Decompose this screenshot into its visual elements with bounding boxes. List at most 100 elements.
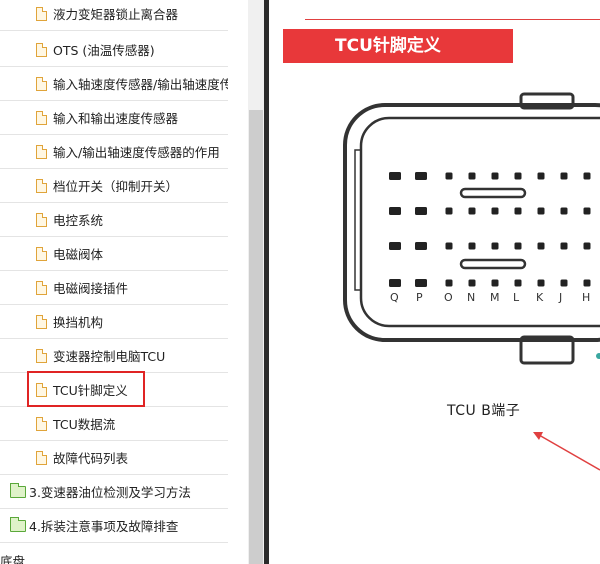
tree-scrollbar-thumb[interactable] bbox=[249, 110, 263, 564]
connector-pin bbox=[583, 242, 591, 250]
connector-diagram bbox=[343, 92, 600, 471]
connector-pin bbox=[415, 279, 427, 287]
tree-item[interactable]: 液力变矩器锁止离合器 bbox=[0, 0, 228, 31]
document-icon bbox=[36, 178, 47, 193]
tree-item[interactable]: 档位开关（抑制开关） bbox=[0, 169, 228, 203]
navigation-tree: 液力变矩器锁止离合器 OTS (油温传感器) 输入轴速度传感器/输出轴速度传感输入和… bbox=[0, 0, 248, 564]
connector-caption: TCU B端子 bbox=[447, 403, 521, 419]
connector-pin bbox=[491, 242, 499, 250]
tree-item[interactable]: 4.拆装注意事项及故障排查 bbox=[0, 509, 228, 543]
tree-item[interactable]: 输入轴速度传感器/输出轴速度传感 bbox=[0, 67, 228, 101]
connector-pin bbox=[514, 172, 522, 180]
tree-item-label: 电磁阀体 bbox=[53, 247, 104, 262]
connector-pin bbox=[468, 207, 476, 215]
pin-letter: N bbox=[467, 291, 476, 304]
connector-pin bbox=[537, 279, 545, 287]
tree-item[interactable]: 故障代码列表 bbox=[0, 441, 228, 475]
connector-pin bbox=[389, 279, 401, 287]
document-icon bbox=[36, 382, 47, 397]
connector-pin bbox=[537, 172, 545, 180]
document-icon bbox=[36, 280, 47, 295]
tree-item[interactable]: TCU数据流 bbox=[0, 407, 228, 441]
document-icon bbox=[36, 42, 47, 57]
folder-icon bbox=[10, 516, 26, 532]
tree-item-label: TCU针脚定义 bbox=[53, 383, 128, 398]
tree-item[interactable]: 电控系统 bbox=[0, 203, 228, 237]
tree-item[interactable]: 输入和输出速度传感器 bbox=[0, 101, 228, 135]
tree-item-label: 输入轴速度传感器/输出轴速度传感 bbox=[53, 77, 228, 92]
folder-icon bbox=[10, 482, 26, 498]
section-title: TCU针脚定义 bbox=[283, 29, 513, 63]
connector-pin bbox=[445, 207, 453, 215]
connector-pin bbox=[491, 207, 499, 215]
tree-item-label: 3.变速器油位检测及学习方法 bbox=[29, 485, 191, 500]
connector-pin bbox=[583, 172, 591, 180]
connector-pin bbox=[491, 172, 499, 180]
tree-item[interactable]: 电磁阀体 bbox=[0, 237, 228, 271]
tree-item[interactable]: 输入/输出轴速度传感器的作用 bbox=[0, 135, 228, 169]
connector-pin bbox=[445, 242, 453, 250]
tree-item-label: 档位开关（抑制开关） bbox=[53, 179, 179, 194]
connector-pin bbox=[514, 207, 522, 215]
document-icon bbox=[36, 348, 47, 363]
header-rule bbox=[305, 19, 600, 20]
pointer-arrow-head bbox=[533, 432, 543, 440]
pane-divider[interactable] bbox=[264, 0, 269, 564]
connector-pin bbox=[560, 172, 568, 180]
document-icon bbox=[36, 416, 47, 431]
tree-item[interactable]: 底盘 bbox=[0, 543, 228, 564]
tree-item-label: 电控系统 bbox=[53, 213, 104, 228]
pin-letter: H bbox=[582, 291, 591, 304]
connector-pin bbox=[389, 207, 401, 215]
connector-pin bbox=[491, 279, 499, 287]
tree-item[interactable]: 电磁阀接插件 bbox=[0, 271, 228, 305]
connector-pin bbox=[445, 172, 453, 180]
connector-slot-lower bbox=[459, 258, 527, 270]
connector-slot-upper bbox=[459, 187, 527, 199]
connector-pin bbox=[583, 207, 591, 215]
pin-letter: J bbox=[559, 291, 563, 304]
connector-pin bbox=[468, 279, 476, 287]
tree-item-label: 底盘 bbox=[0, 553, 26, 564]
connector-bottom-latch bbox=[519, 335, 575, 365]
connector-pin bbox=[560, 207, 568, 215]
tree-item[interactable]: OTS (油温传感器) bbox=[0, 33, 228, 67]
document-icon bbox=[36, 314, 47, 329]
tree-item-label: 输入和输出速度传感器 bbox=[53, 111, 179, 126]
document-icon bbox=[36, 110, 47, 125]
connector-pin bbox=[560, 279, 568, 287]
connector-pin bbox=[415, 172, 427, 180]
pointer-arrow-line bbox=[538, 434, 600, 471]
document-icon bbox=[36, 144, 47, 159]
pin-letter: P bbox=[416, 291, 423, 304]
document-icon bbox=[36, 246, 47, 261]
connector-pin bbox=[468, 172, 476, 180]
connector-pin bbox=[583, 279, 591, 287]
connector-pin bbox=[560, 242, 568, 250]
tree-item-label: OTS (油温传感器) bbox=[53, 43, 155, 58]
connector-pin bbox=[537, 242, 545, 250]
connector-pin bbox=[468, 242, 476, 250]
connector-outer-body bbox=[343, 103, 600, 342]
connector-pin bbox=[514, 242, 522, 250]
tree-item[interactable]: 3.变速器油位检测及学习方法 bbox=[0, 475, 228, 509]
connector-pin bbox=[445, 279, 453, 287]
pin-letter: Q bbox=[390, 291, 399, 304]
tree-item[interactable]: 换挡机构 bbox=[0, 305, 228, 339]
connector-pin bbox=[415, 242, 427, 250]
tree-item[interactable]: 变速器控制电脑TCU bbox=[0, 339, 228, 373]
document-icon bbox=[36, 212, 47, 227]
tree-item-label: 电磁阀接插件 bbox=[53, 281, 129, 296]
tree-item-label: 液力变矩器锁止离合器 bbox=[53, 7, 179, 22]
connector-pin bbox=[389, 242, 401, 250]
tree-item-label: 变速器控制电脑TCU bbox=[53, 349, 166, 364]
document-icon bbox=[36, 6, 47, 21]
tree-item-label: 输入/输出轴速度传感器的作用 bbox=[53, 145, 220, 160]
document-icon bbox=[36, 450, 47, 465]
tree-item-label: 换挡机构 bbox=[53, 315, 104, 330]
pin-letter: K bbox=[536, 291, 544, 304]
document-icon bbox=[36, 76, 47, 91]
selected-item-highlight bbox=[27, 371, 145, 407]
connector-pin bbox=[537, 207, 545, 215]
